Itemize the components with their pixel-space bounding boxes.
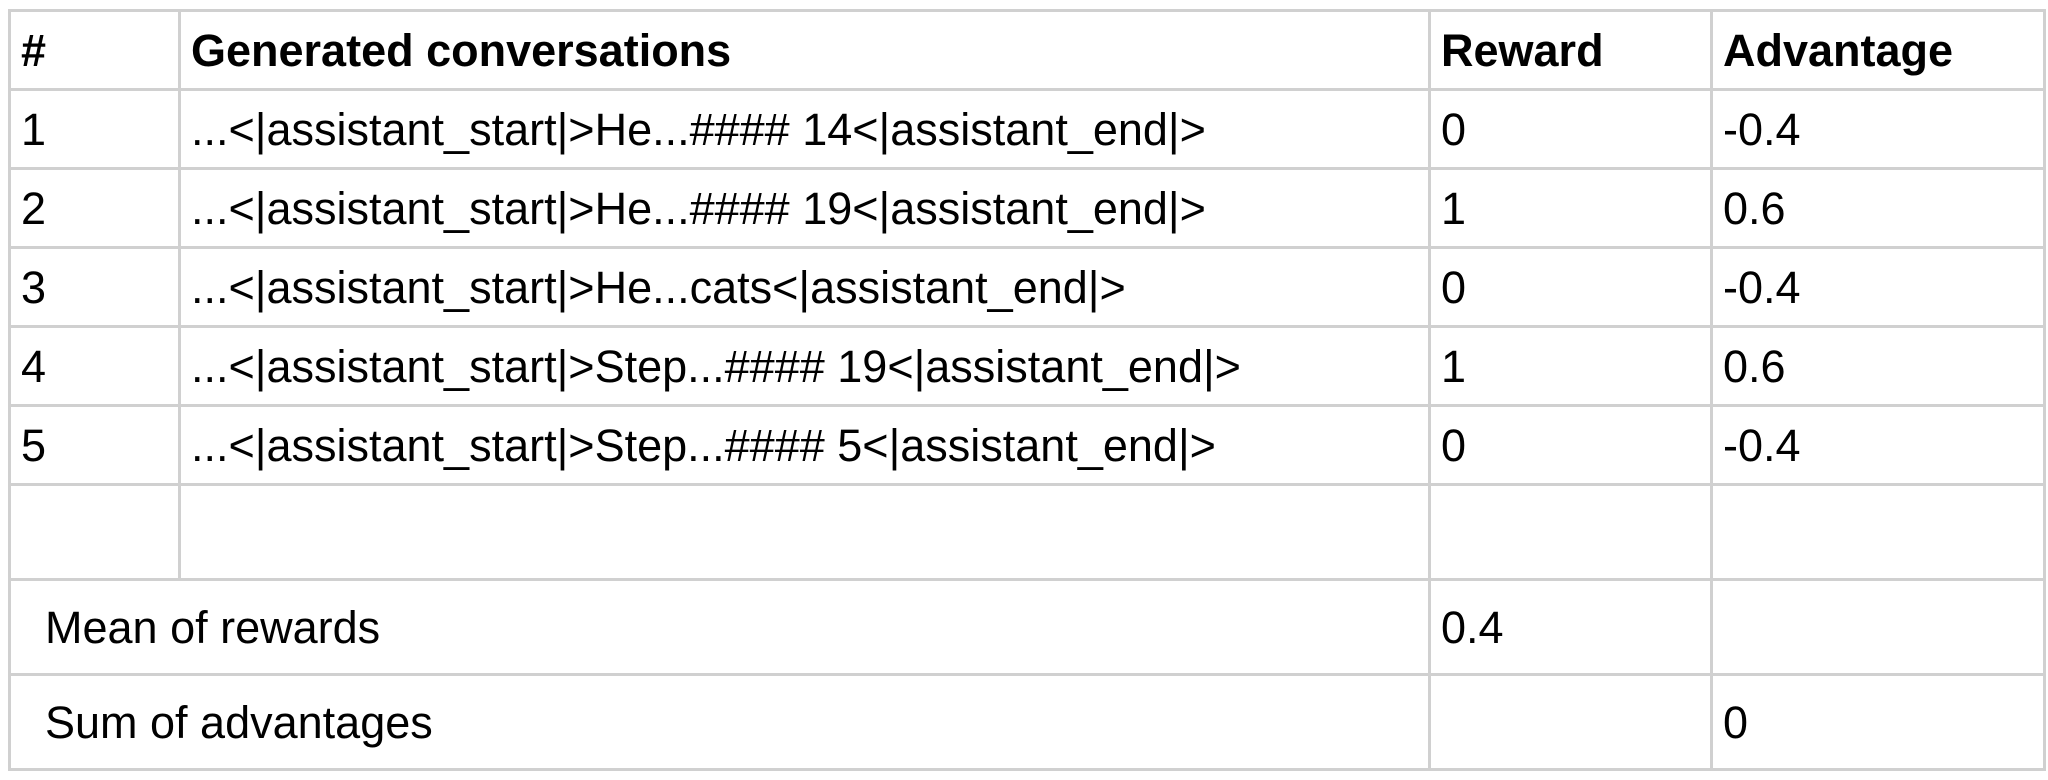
row-conversation: ...<|assistant_start|>He...#### 19<|assi… (178, 167, 1431, 249)
row-advantage: -0.4 (1710, 88, 2046, 170)
row-reward: 1 (1428, 167, 1713, 249)
sum-row: Sum of advantages 0 (8, 673, 2046, 771)
row-conversation: ...<|assistant_start|>He...#### 14<|assi… (178, 88, 1431, 170)
table-row: 5 ...<|assistant_start|>Step...#### 5<|a… (8, 404, 2046, 486)
row-conversation: ...<|assistant_start|>Step...#### 19<|as… (178, 325, 1431, 407)
mean-label: Mean of rewards (8, 578, 1431, 676)
empty-cell (1428, 483, 1713, 581)
row-number: 1 (8, 88, 181, 170)
row-reward: 0 (1428, 246, 1713, 328)
empty-cell (1710, 578, 2046, 676)
empty-cell (8, 483, 181, 581)
row-advantage: -0.4 (1710, 246, 2046, 328)
row-advantage: 0.6 (1710, 167, 2046, 249)
header-advantage: Advantage (1710, 9, 2046, 91)
table-row: 3 ...<|assistant_start|>He...cats<|assis… (8, 246, 2046, 328)
sum-label: Sum of advantages (8, 673, 1431, 771)
row-number: 4 (8, 325, 181, 407)
row-number: 5 (8, 404, 181, 486)
empty-cell (1428, 673, 1713, 771)
empty-cell (1710, 483, 2046, 581)
row-reward: 1 (1428, 325, 1713, 407)
row-advantage: -0.4 (1710, 404, 2046, 486)
rewards-table: # Generated conversations Reward Advanta… (8, 9, 2046, 771)
row-conversation: ...<|assistant_start|>He...cats<|assista… (178, 246, 1431, 328)
header-reward: Reward (1428, 9, 1713, 91)
row-reward: 0 (1428, 88, 1713, 170)
mean-row: Mean of rewards 0.4 (8, 578, 2046, 676)
table-row: 2 ...<|assistant_start|>He...#### 19<|as… (8, 167, 2046, 249)
row-number: 2 (8, 167, 181, 249)
row-number: 3 (8, 246, 181, 328)
row-conversation: ...<|assistant_start|>Step...#### 5<|ass… (178, 404, 1431, 486)
mean-value: 0.4 (1428, 578, 1713, 676)
header-conversations: Generated conversations (178, 9, 1431, 91)
empty-row (8, 483, 2046, 581)
row-reward: 0 (1428, 404, 1713, 486)
empty-cell (178, 483, 1431, 581)
sum-value: 0 (1710, 673, 2046, 771)
header-number: # (8, 9, 181, 91)
table-row: 1 ...<|assistant_start|>He...#### 14<|as… (8, 88, 2046, 170)
header-row: # Generated conversations Reward Advanta… (8, 9, 2046, 91)
table-row: 4 ...<|assistant_start|>Step...#### 19<|… (8, 325, 2046, 407)
row-advantage: 0.6 (1710, 325, 2046, 407)
